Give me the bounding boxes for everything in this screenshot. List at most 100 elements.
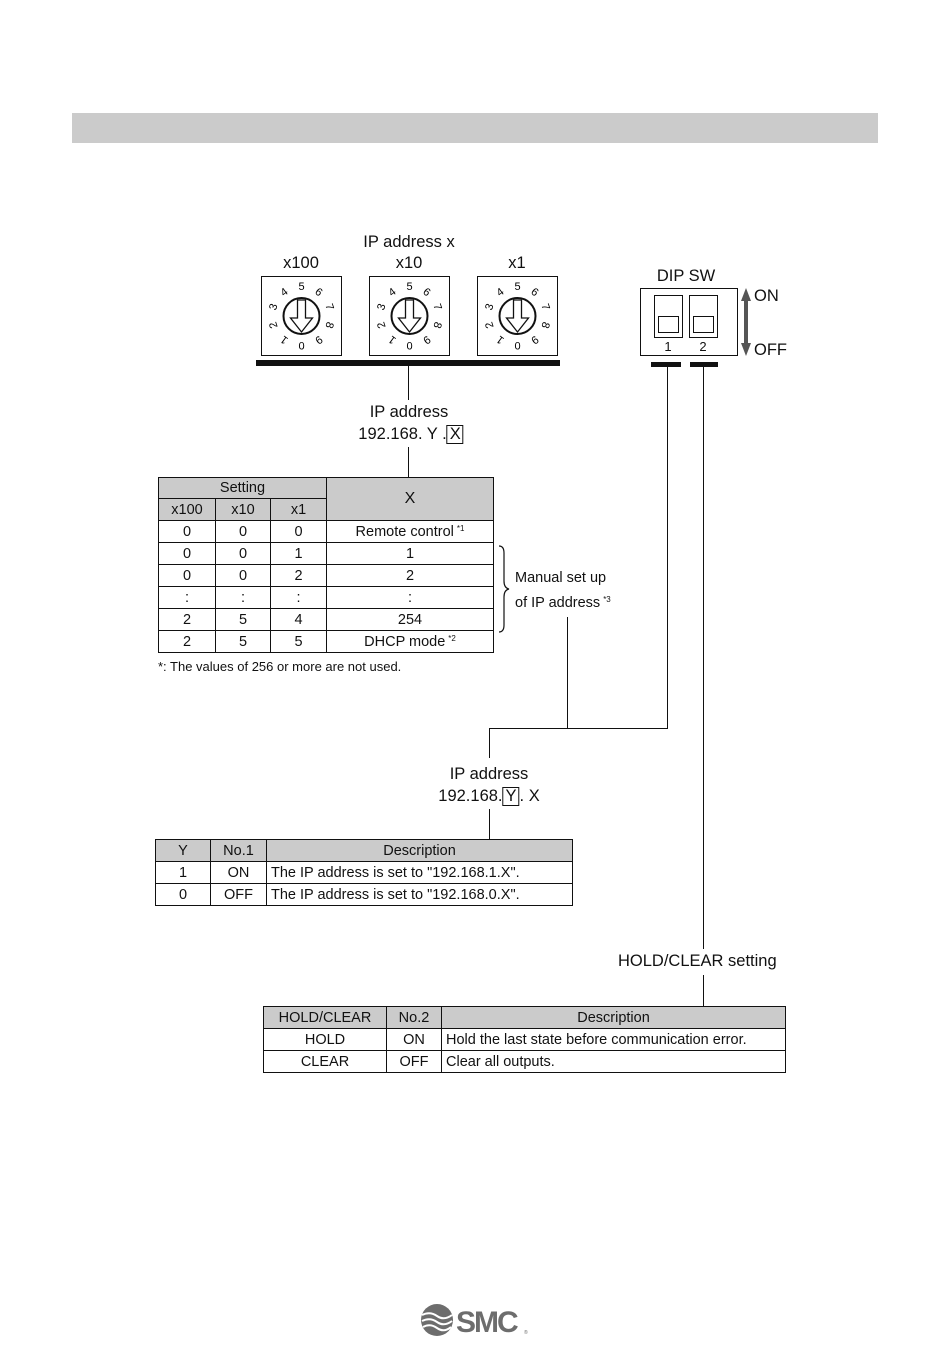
cell-x100: 2: [158, 630, 216, 653]
rotary-group-label: IP address x: [363, 233, 455, 251]
connector-line: [489, 809, 490, 839]
header-x10: x10: [215, 498, 271, 521]
connector-line: [489, 728, 490, 758]
cell-x: 2: [326, 564, 494, 587]
svg-text:®: ®: [524, 1329, 528, 1336]
dial-number: 7: [430, 302, 443, 312]
cell-x: Remote control*1: [326, 520, 494, 543]
connector-line: [703, 975, 704, 1006]
table-row: 0 OFF The IP address is set to "192.168.…: [155, 883, 573, 906]
cell-no1: ON: [210, 861, 267, 884]
table-row: 2 5 5 DHCP mode*2: [158, 630, 494, 653]
ip-x-prefix: 192.168. Y .: [358, 425, 447, 443]
smc-logo-icon: SMC ®: [421, 1304, 528, 1339]
cell-x1: 2: [270, 564, 327, 587]
logo-text: SMC: [456, 1306, 518, 1337]
manual-setup-label-line2: of IP address*3: [515, 591, 611, 612]
dip-tab-2: [690, 362, 718, 367]
header-y: Y: [155, 839, 211, 862]
connector-line: [408, 447, 409, 477]
section-header-bar: [72, 113, 878, 143]
header-x: X: [326, 477, 494, 521]
dial-number: 7: [322, 302, 335, 312]
dial-number: 8: [538, 320, 551, 330]
cell-no2: ON: [386, 1028, 442, 1051]
dial-number: 6: [529, 286, 541, 299]
dial-number: 1: [494, 333, 506, 346]
cell-x: 1: [326, 542, 494, 565]
rotary-bus-bar: [256, 360, 560, 366]
cell-x10: 0: [215, 542, 271, 565]
table-row: 0 0 1 1: [158, 542, 494, 565]
dip-tab-1: [651, 362, 681, 367]
header-x1: x1: [270, 498, 327, 521]
cell-x100: 2: [158, 608, 216, 631]
dial-number: 4: [386, 286, 398, 299]
cell-x10: 0: [215, 564, 271, 587]
dip-off-label: OFF: [754, 341, 787, 359]
cell-x100: :: [158, 586, 216, 609]
dip-switch-block: 1 2: [640, 288, 738, 356]
dip-switch-2[interactable]: [689, 295, 718, 338]
dial-arrow-icon: [397, 299, 422, 334]
on-off-arrow-icon: [741, 288, 751, 356]
header-setting: Setting: [158, 477, 327, 499]
header-description: Description: [441, 1006, 786, 1029]
header-no1: No.1: [210, 839, 267, 862]
cell-y: 1: [155, 861, 211, 884]
cell-hold-clear: HOLD: [263, 1028, 387, 1051]
cell-description: The IP address is set to "192.168.0.X".: [266, 883, 573, 906]
cell-x: :: [326, 586, 494, 609]
dial-arrow-icon: [289, 299, 314, 334]
connector-line: [408, 366, 409, 400]
cell-x100: 0: [158, 542, 216, 565]
dial-number: 7: [538, 302, 551, 312]
dial-number: 4: [494, 286, 506, 299]
table-footnote: *: The values of 256 or more are not use…: [158, 659, 402, 674]
ip-x-title: IP address: [369, 403, 449, 421]
ip-x-value: 192.168. Y .X: [358, 424, 464, 445]
table-row: 0 0 2 2: [158, 564, 494, 587]
dip-knob: [693, 316, 714, 333]
cell-description: Hold the last state before communication…: [441, 1028, 786, 1051]
manual-setup-text: of IP address: [515, 595, 601, 611]
table-row: : : : :: [158, 586, 494, 609]
curly-brace-icon: [498, 545, 510, 633]
dial-arrow-icon: [505, 299, 530, 334]
ip-y-value: 192.168.Y. X: [438, 786, 540, 807]
connector-line-dip1: [667, 367, 668, 729]
smc-logo: SMC ®: [420, 1303, 530, 1342]
dial-number: 9: [313, 333, 325, 346]
connector-line: [489, 728, 668, 729]
cell-x100: 0: [158, 520, 216, 543]
dial-number: 6: [313, 286, 325, 299]
cell-no1: OFF: [210, 883, 267, 906]
cell-x1: 4: [270, 608, 327, 631]
cell-x10: 0: [215, 520, 271, 543]
cell-description: Clear all outputs.: [441, 1050, 786, 1073]
dip-switch-1[interactable]: [654, 295, 683, 338]
header-description: Description: [266, 839, 573, 862]
cell-x-text: DHCP mode: [364, 633, 446, 650]
cell-x10: 5: [215, 630, 271, 653]
table-row: 1 ON The IP address is set to "192.168.1…: [155, 861, 573, 884]
cell-x10: :: [215, 586, 271, 609]
dial-number: 9: [529, 333, 541, 346]
dial-number: 2: [375, 320, 388, 330]
cell-description: The IP address is set to "192.168.1.X".: [266, 861, 573, 884]
cell-x1: 1: [270, 542, 327, 565]
table-row: 0 0 0 Remote control*1: [158, 520, 494, 543]
dial-number: 8: [430, 320, 443, 330]
ip-y-title: IP address: [449, 765, 529, 783]
ip-y-suffix: . X: [519, 787, 540, 805]
cell-x1: :: [270, 586, 327, 609]
dial-number: 2: [267, 320, 280, 330]
dial-number: 5: [298, 281, 304, 293]
cell-x1: 5: [270, 630, 327, 653]
ip-x-boxed: X: [446, 425, 464, 444]
